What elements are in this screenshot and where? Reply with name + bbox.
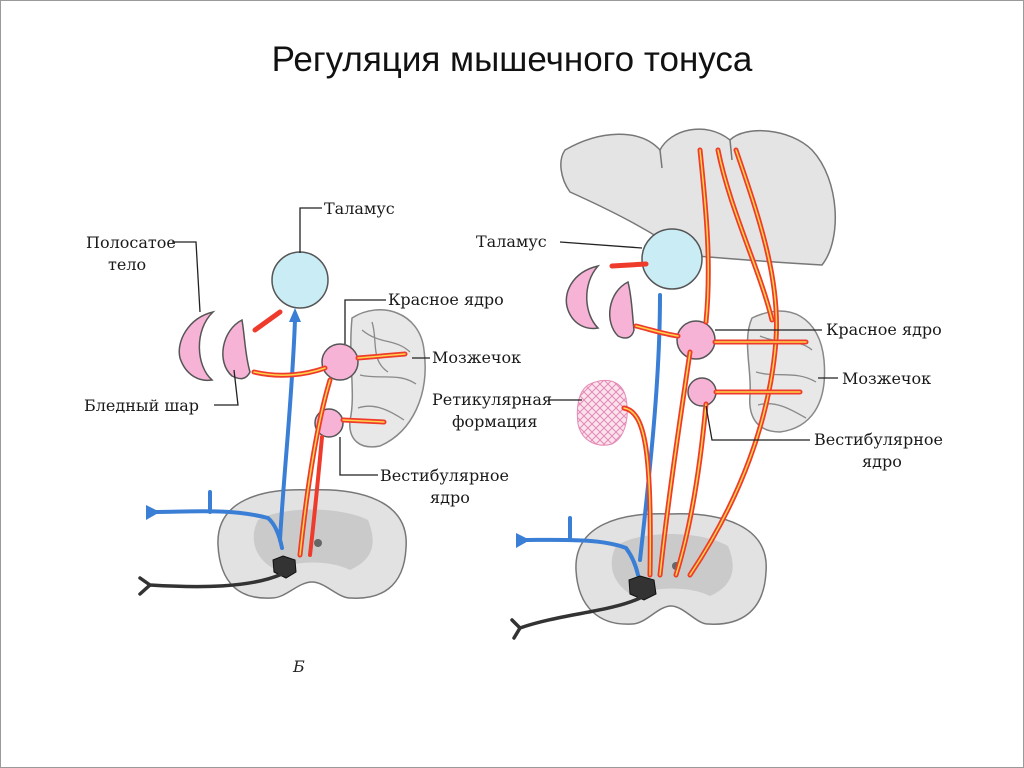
- left-label-striatum-2: тело: [108, 255, 146, 274]
- left-leader-lines: [172, 207, 430, 476]
- right-diagram: Таламус Красное ядро Мозжечок Ретикулярн…: [432, 128, 943, 640]
- left-descending-paths: [251, 309, 408, 558]
- left-thalamus: [271, 251, 329, 309]
- left-motor-neuron: [272, 555, 297, 579]
- right-label-vestibular-1: Вестибулярное: [814, 430, 943, 449]
- right-label-reticular-1: Ретикулярная: [432, 390, 552, 409]
- right-striatum: [565, 264, 601, 330]
- right-label-vestibular-2: ядро: [862, 452, 902, 471]
- left-diagram: Таламус Полосатое тело Красное ядро Мозж…: [84, 199, 521, 599]
- right-cerebellum: [746, 310, 826, 433]
- left-striatum: [178, 310, 216, 382]
- right-thalamus: [641, 228, 703, 290]
- right-efferent-fiber: [510, 596, 642, 640]
- left-label-vestibular-1: Вестибулярное: [380, 466, 509, 485]
- left-efferent-fiber: [138, 572, 284, 596]
- right-red-nucleus: [676, 320, 716, 360]
- right-ascending-paths: [518, 293, 662, 577]
- left-ascending-paths: [148, 318, 297, 550]
- left-label-red-nucleus: Красное ядро: [388, 290, 504, 309]
- right-label-cerebellum: Мозжечок: [842, 369, 931, 388]
- left-label-striatum-1: Полосатое: [86, 233, 176, 252]
- left-red-nucleus: [321, 343, 359, 381]
- right-reticular-formation: [576, 379, 628, 446]
- right-label-red-nucleus: Красное ядро: [826, 320, 942, 339]
- right-afferent-tip: [516, 533, 530, 548]
- left-afferent-tip: [146, 505, 160, 520]
- right-vestibular-nucleus: [687, 377, 717, 407]
- right-descending-paths: [609, 147, 809, 578]
- slide-title: Регуляция мышечного тонуса: [271, 40, 753, 79]
- left-label-vestibular-2: ядро: [430, 488, 470, 507]
- right-label-thalamus: Таламус: [476, 232, 547, 251]
- left-cerebellum: [349, 309, 426, 448]
- left-globus-pallidus: [222, 318, 251, 380]
- right-leader-lines: [548, 241, 838, 441]
- left-label-thalamus: Таламус: [324, 199, 395, 218]
- left-label-globus-pallidus: Бледный шар: [84, 396, 199, 415]
- right-cortex: [560, 128, 837, 266]
- left-label-cerebellum: Мозжечок: [432, 348, 521, 367]
- left-ascending-arrowhead: [289, 308, 301, 322]
- right-globus-pallidus: [609, 280, 635, 339]
- right-motor-neuron: [628, 575, 657, 601]
- figure-letter: Б: [292, 657, 305, 676]
- right-label-reticular-2: формация: [452, 412, 537, 431]
